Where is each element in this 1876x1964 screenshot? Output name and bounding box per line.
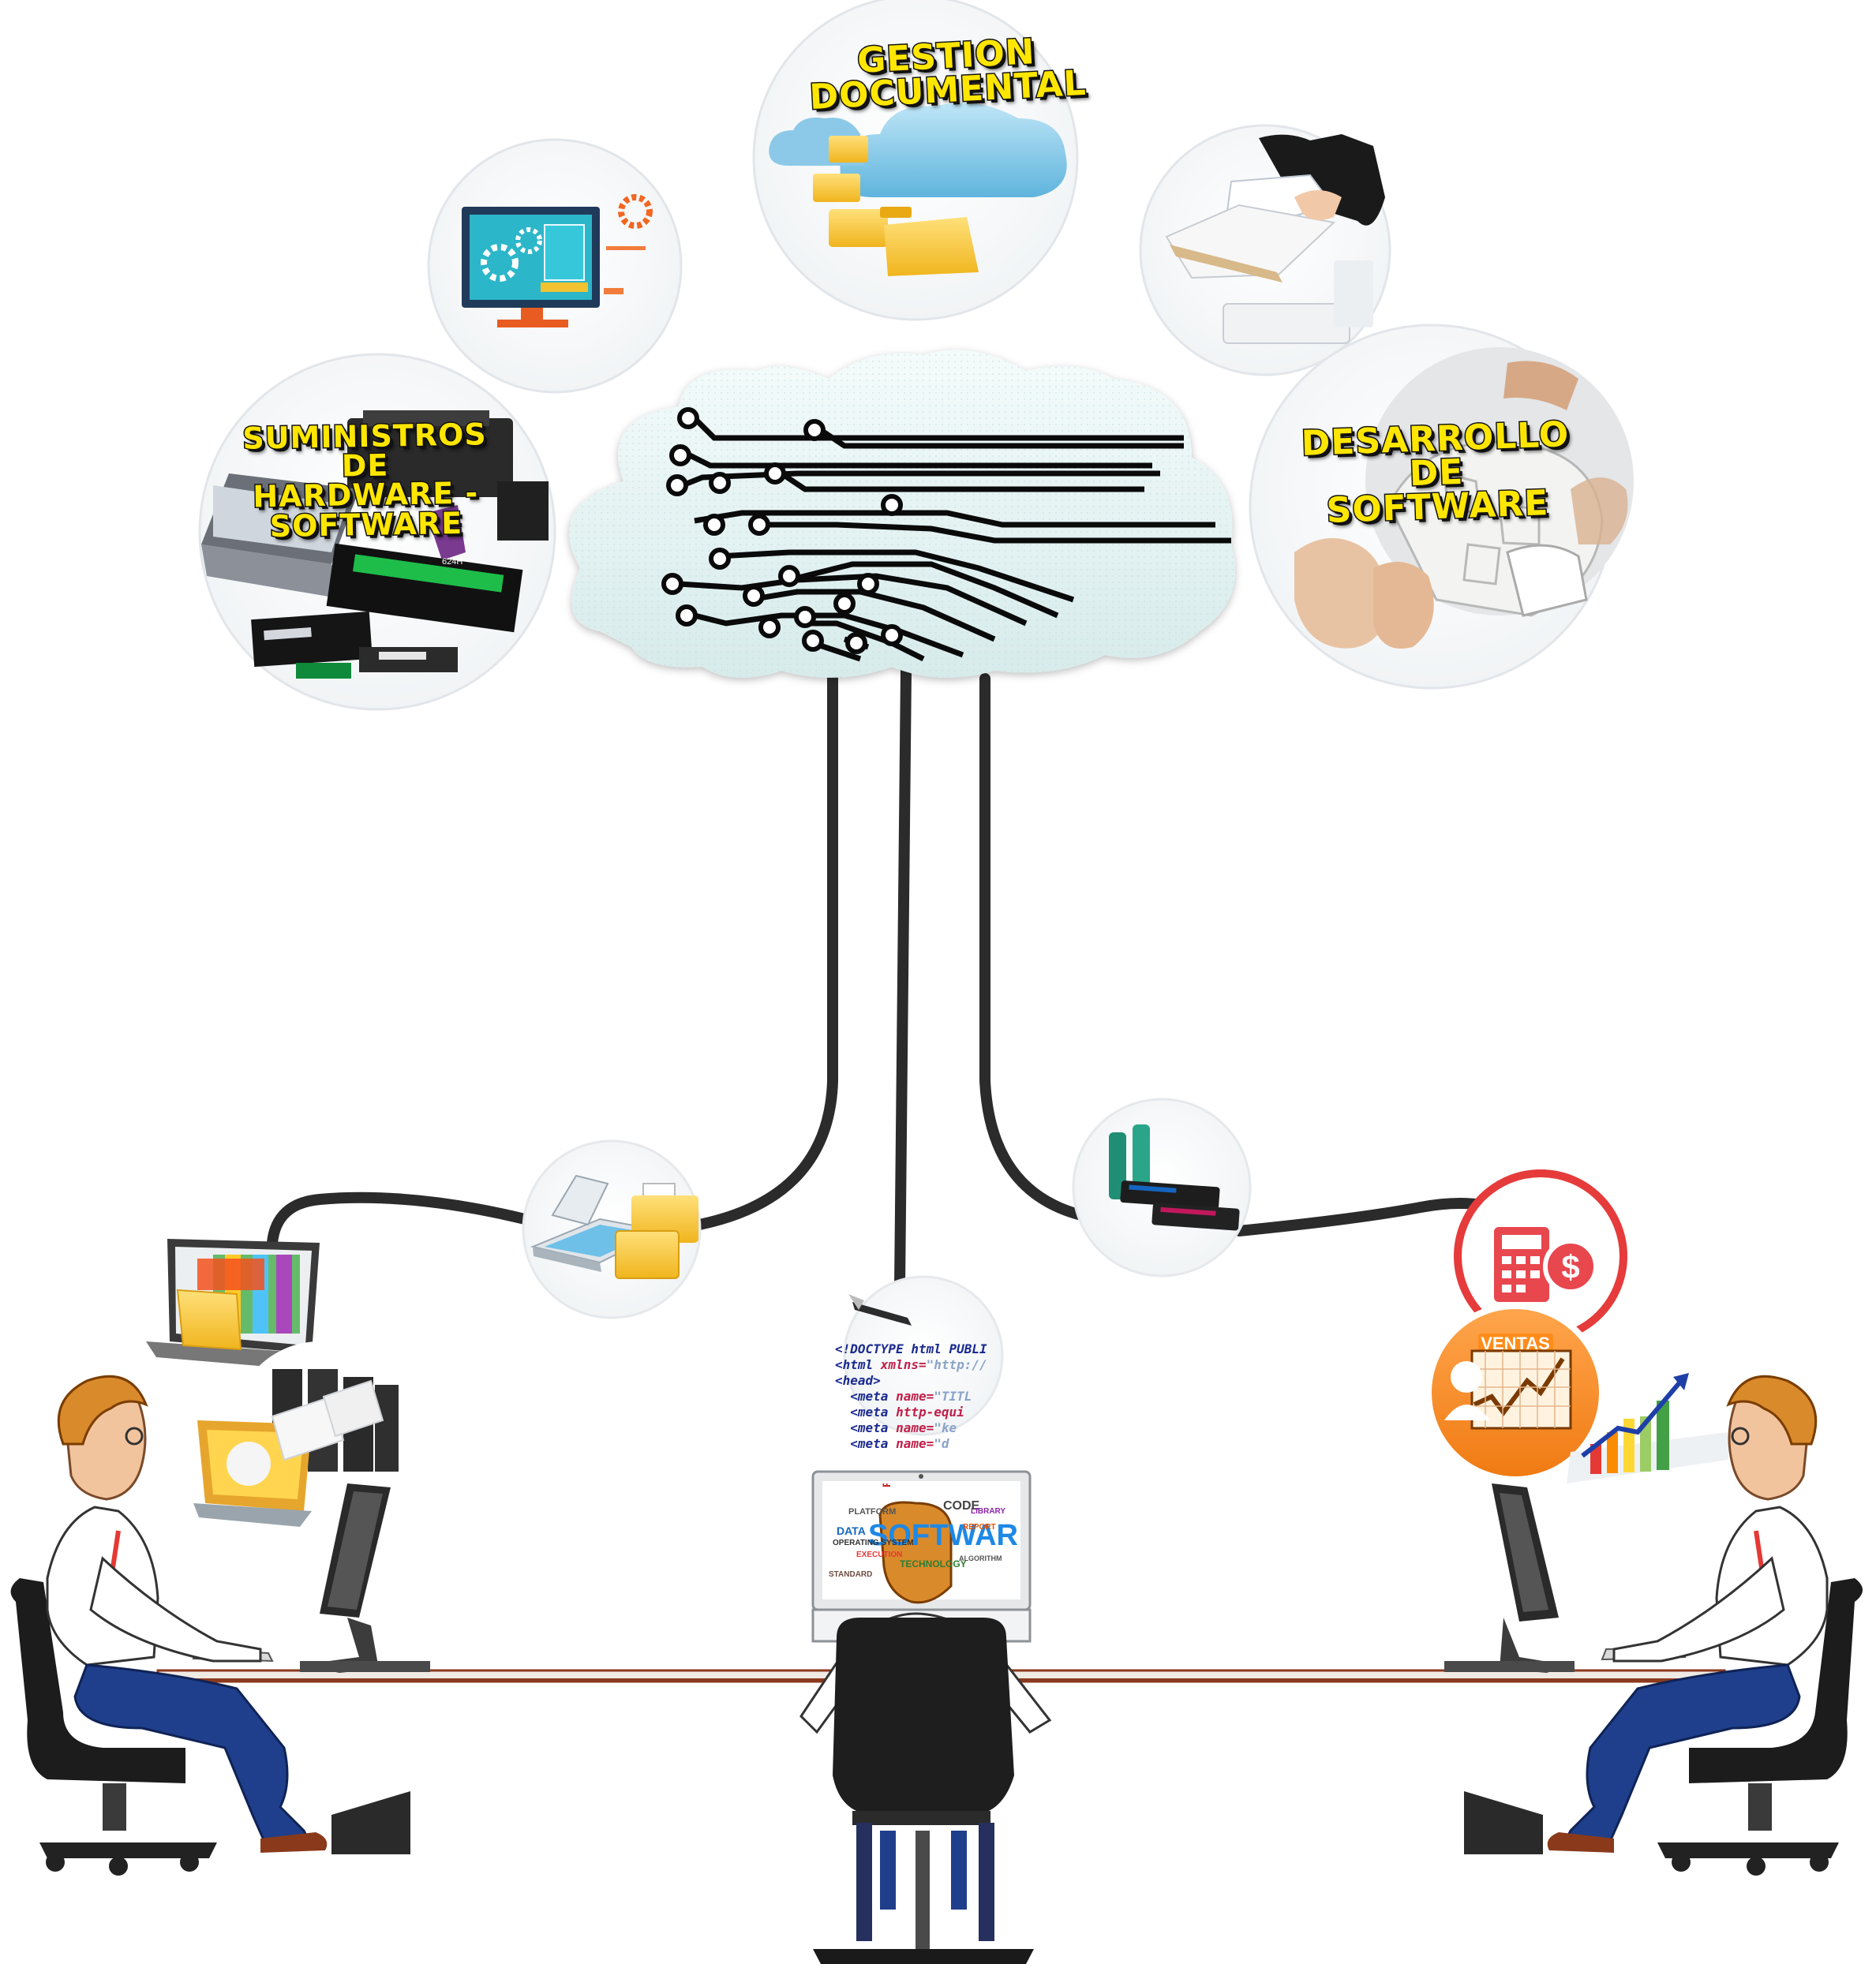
printer-laptop-icon: 624H xyxy=(201,410,549,679)
code-line: <!DOCTYPE html PUBLI xyxy=(835,1341,987,1356)
bubble-desarrollo[interactable] xyxy=(1249,324,1634,690)
code-document-icon xyxy=(848,1294,912,1326)
circuit-nodes xyxy=(661,407,903,654)
wordcloud-word: SOFTWARE xyxy=(868,1519,1018,1552)
wordcloud-word: DATA xyxy=(837,1524,866,1537)
wordcloud-word: PLATFORM xyxy=(848,1507,897,1517)
wordcloud-word: OPERATING SYSTEM xyxy=(833,1539,914,1547)
label-suministros: SUMINISTROS DE HARDWARE - SOFTWARE xyxy=(211,416,521,545)
left-workstation xyxy=(192,1483,430,1673)
code-line: <html xmlns="http:// xyxy=(835,1357,987,1372)
paper-handover-icon xyxy=(1165,134,1385,344)
code-line: <meta name="TITL xyxy=(835,1389,972,1404)
code-line: <meta name="d xyxy=(835,1436,949,1451)
label-desarrollo: DESARROLLO DE SOFTWARE xyxy=(1261,413,1612,533)
bar-chart-icon xyxy=(1567,1373,1728,1483)
laptop-folder-icon xyxy=(146,1239,320,1369)
bubble-monitor-gears[interactable] xyxy=(427,138,683,394)
calculator-dollar-icon: $ xyxy=(1454,1169,1627,1343)
left-person xyxy=(10,1375,410,1876)
code-line: <meta name="ke xyxy=(835,1420,957,1435)
chair xyxy=(1689,1578,1863,1783)
bubble-code[interactable] xyxy=(843,1275,1004,1436)
archive-cluster xyxy=(146,1239,406,1527)
arm xyxy=(89,1556,262,1663)
monitor-gears-icon xyxy=(462,194,653,327)
wordcloud-word: ALGORITHM xyxy=(959,1554,1002,1562)
svg-text:$: $ xyxy=(1561,1248,1579,1285)
chair-back xyxy=(833,1618,1014,1815)
code-line: <meta http-equi xyxy=(835,1405,964,1420)
circuit-lines xyxy=(678,416,1231,662)
center-person xyxy=(799,1501,1052,1964)
cable-left xyxy=(681,673,838,1233)
folders-cloud-icon xyxy=(769,103,1067,276)
wordcloud-word: REPORT xyxy=(963,1523,996,1532)
cable-right xyxy=(979,673,1087,1221)
wordcloud-word: STANDARD xyxy=(829,1570,873,1579)
bubble-paper-handover[interactable] xyxy=(1139,124,1391,376)
sales-cluster: $ VENTAS xyxy=(1425,1169,1728,1483)
puzzle-globe-icon xyxy=(1294,347,1634,649)
bubble-suministros[interactable]: 624H xyxy=(198,353,556,711)
cables xyxy=(267,665,1529,1292)
cable-left-to-user xyxy=(267,1191,530,1248)
toner-cartridge-icon xyxy=(1109,1124,1240,1231)
hair xyxy=(878,1501,953,1604)
wordcloud-word: EXECUTION xyxy=(856,1551,903,1559)
arm xyxy=(1612,1556,1785,1663)
wordcloud-word: TECHNOLOGY xyxy=(900,1558,967,1569)
monitor-wordcloud: PLATFORM PROGRAM DATASOFTWAREOPERATING SYS… xyxy=(825,1483,1018,1598)
legs xyxy=(1560,1663,1801,1852)
code-snippet: <!DOCTYPE html PUBLI<html xmlns="http://… xyxy=(835,1341,987,1452)
bubble-scanner[interactable] xyxy=(522,1139,702,1319)
sales-chart-icon: VENTAS xyxy=(1425,1303,1605,1483)
hair-right xyxy=(1726,1375,1818,1446)
cable-center xyxy=(894,665,912,1292)
bubble-toner[interactable] xyxy=(1072,1098,1252,1278)
right-person xyxy=(1464,1375,1863,1876)
toner-label: 624H xyxy=(442,557,462,567)
bubble-gestion-documental[interactable] xyxy=(752,0,1079,321)
binder-shelf-icon xyxy=(193,1341,406,1527)
scanner-folder-icon xyxy=(530,1174,698,1279)
wordcloud-word: CODE xyxy=(943,1499,980,1513)
wordcloud-word: PROGRAM xyxy=(880,1483,893,1487)
chair xyxy=(10,1578,186,1783)
hair-left xyxy=(57,1375,148,1446)
wordcloud-word: LIBRARY xyxy=(971,1507,1006,1516)
code-line: <head> xyxy=(835,1373,881,1388)
legs xyxy=(73,1663,314,1852)
